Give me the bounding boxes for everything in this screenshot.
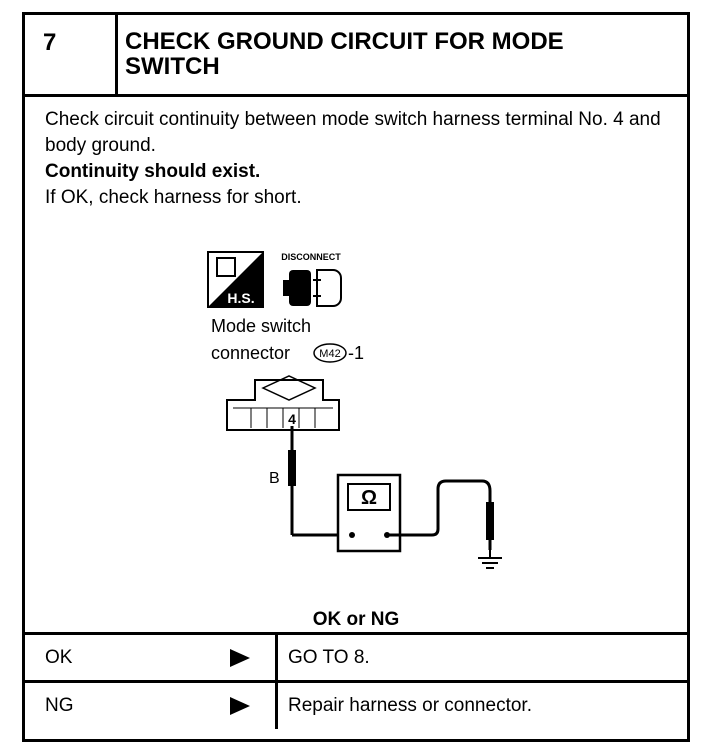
diagram-svg: H.S. DISCONNECT Mode switch connector M4…	[207, 251, 502, 569]
decision-question: OK or NG	[312, 609, 400, 630]
result-row-ok: OK GO TO 8.	[25, 632, 687, 681]
ohmmeter: Ω	[336, 473, 402, 553]
mode-switch-connector: 4	[226, 375, 340, 431]
step-box: 7 CHECK GROUND CIRCUIT FOR MODE SWITCH C…	[22, 12, 690, 742]
probe-right	[486, 502, 494, 540]
result-label: OK	[45, 647, 73, 668]
result-label: NG	[45, 695, 74, 716]
connector-label-line1: Mode switch	[211, 316, 311, 336]
terminal-number: 4	[288, 411, 296, 427]
harness-side-icon: H.S.	[207, 251, 264, 308]
result-action: Repair harness or connector.	[275, 683, 688, 729]
expected-result: Continuity should exist.	[45, 161, 261, 182]
instruction-text: Check circuit continuity between mode sw…	[45, 109, 661, 156]
connector-suffix: -1	[348, 343, 364, 363]
disconnect-label: DISCONNECT	[281, 252, 341, 262]
disconnect-icon: DISCONNECT	[281, 252, 342, 307]
step-number: 7	[25, 15, 118, 94]
result-action: GO TO 8.	[275, 635, 688, 681]
connector-id: M42	[319, 348, 340, 360]
arrow-right-icon	[230, 697, 250, 715]
step-title: CHECK GROUND CIRCUIT FOR MODE SWITCH	[125, 28, 564, 80]
result-row-ng: NG Repair harness or connector.	[25, 680, 687, 729]
ground-symbol	[478, 550, 502, 569]
instruction-followup: If OK, check harness for short.	[45, 187, 302, 208]
arrow-right-icon	[230, 649, 250, 667]
test-diagram: H.S. DISCONNECT Mode switch connector M4…	[25, 240, 687, 590]
ohm-symbol: Ω	[361, 487, 377, 509]
hs-label: H.S.	[227, 290, 254, 306]
wire-color-label: B	[269, 470, 280, 487]
step-header: 7 CHECK GROUND CIRCUIT FOR MODE SWITCH	[25, 15, 687, 97]
instructions: Check circuit continuity between mode sw…	[45, 107, 685, 211]
connector-label-line2: connector	[211, 343, 290, 363]
probe-left	[288, 450, 296, 486]
